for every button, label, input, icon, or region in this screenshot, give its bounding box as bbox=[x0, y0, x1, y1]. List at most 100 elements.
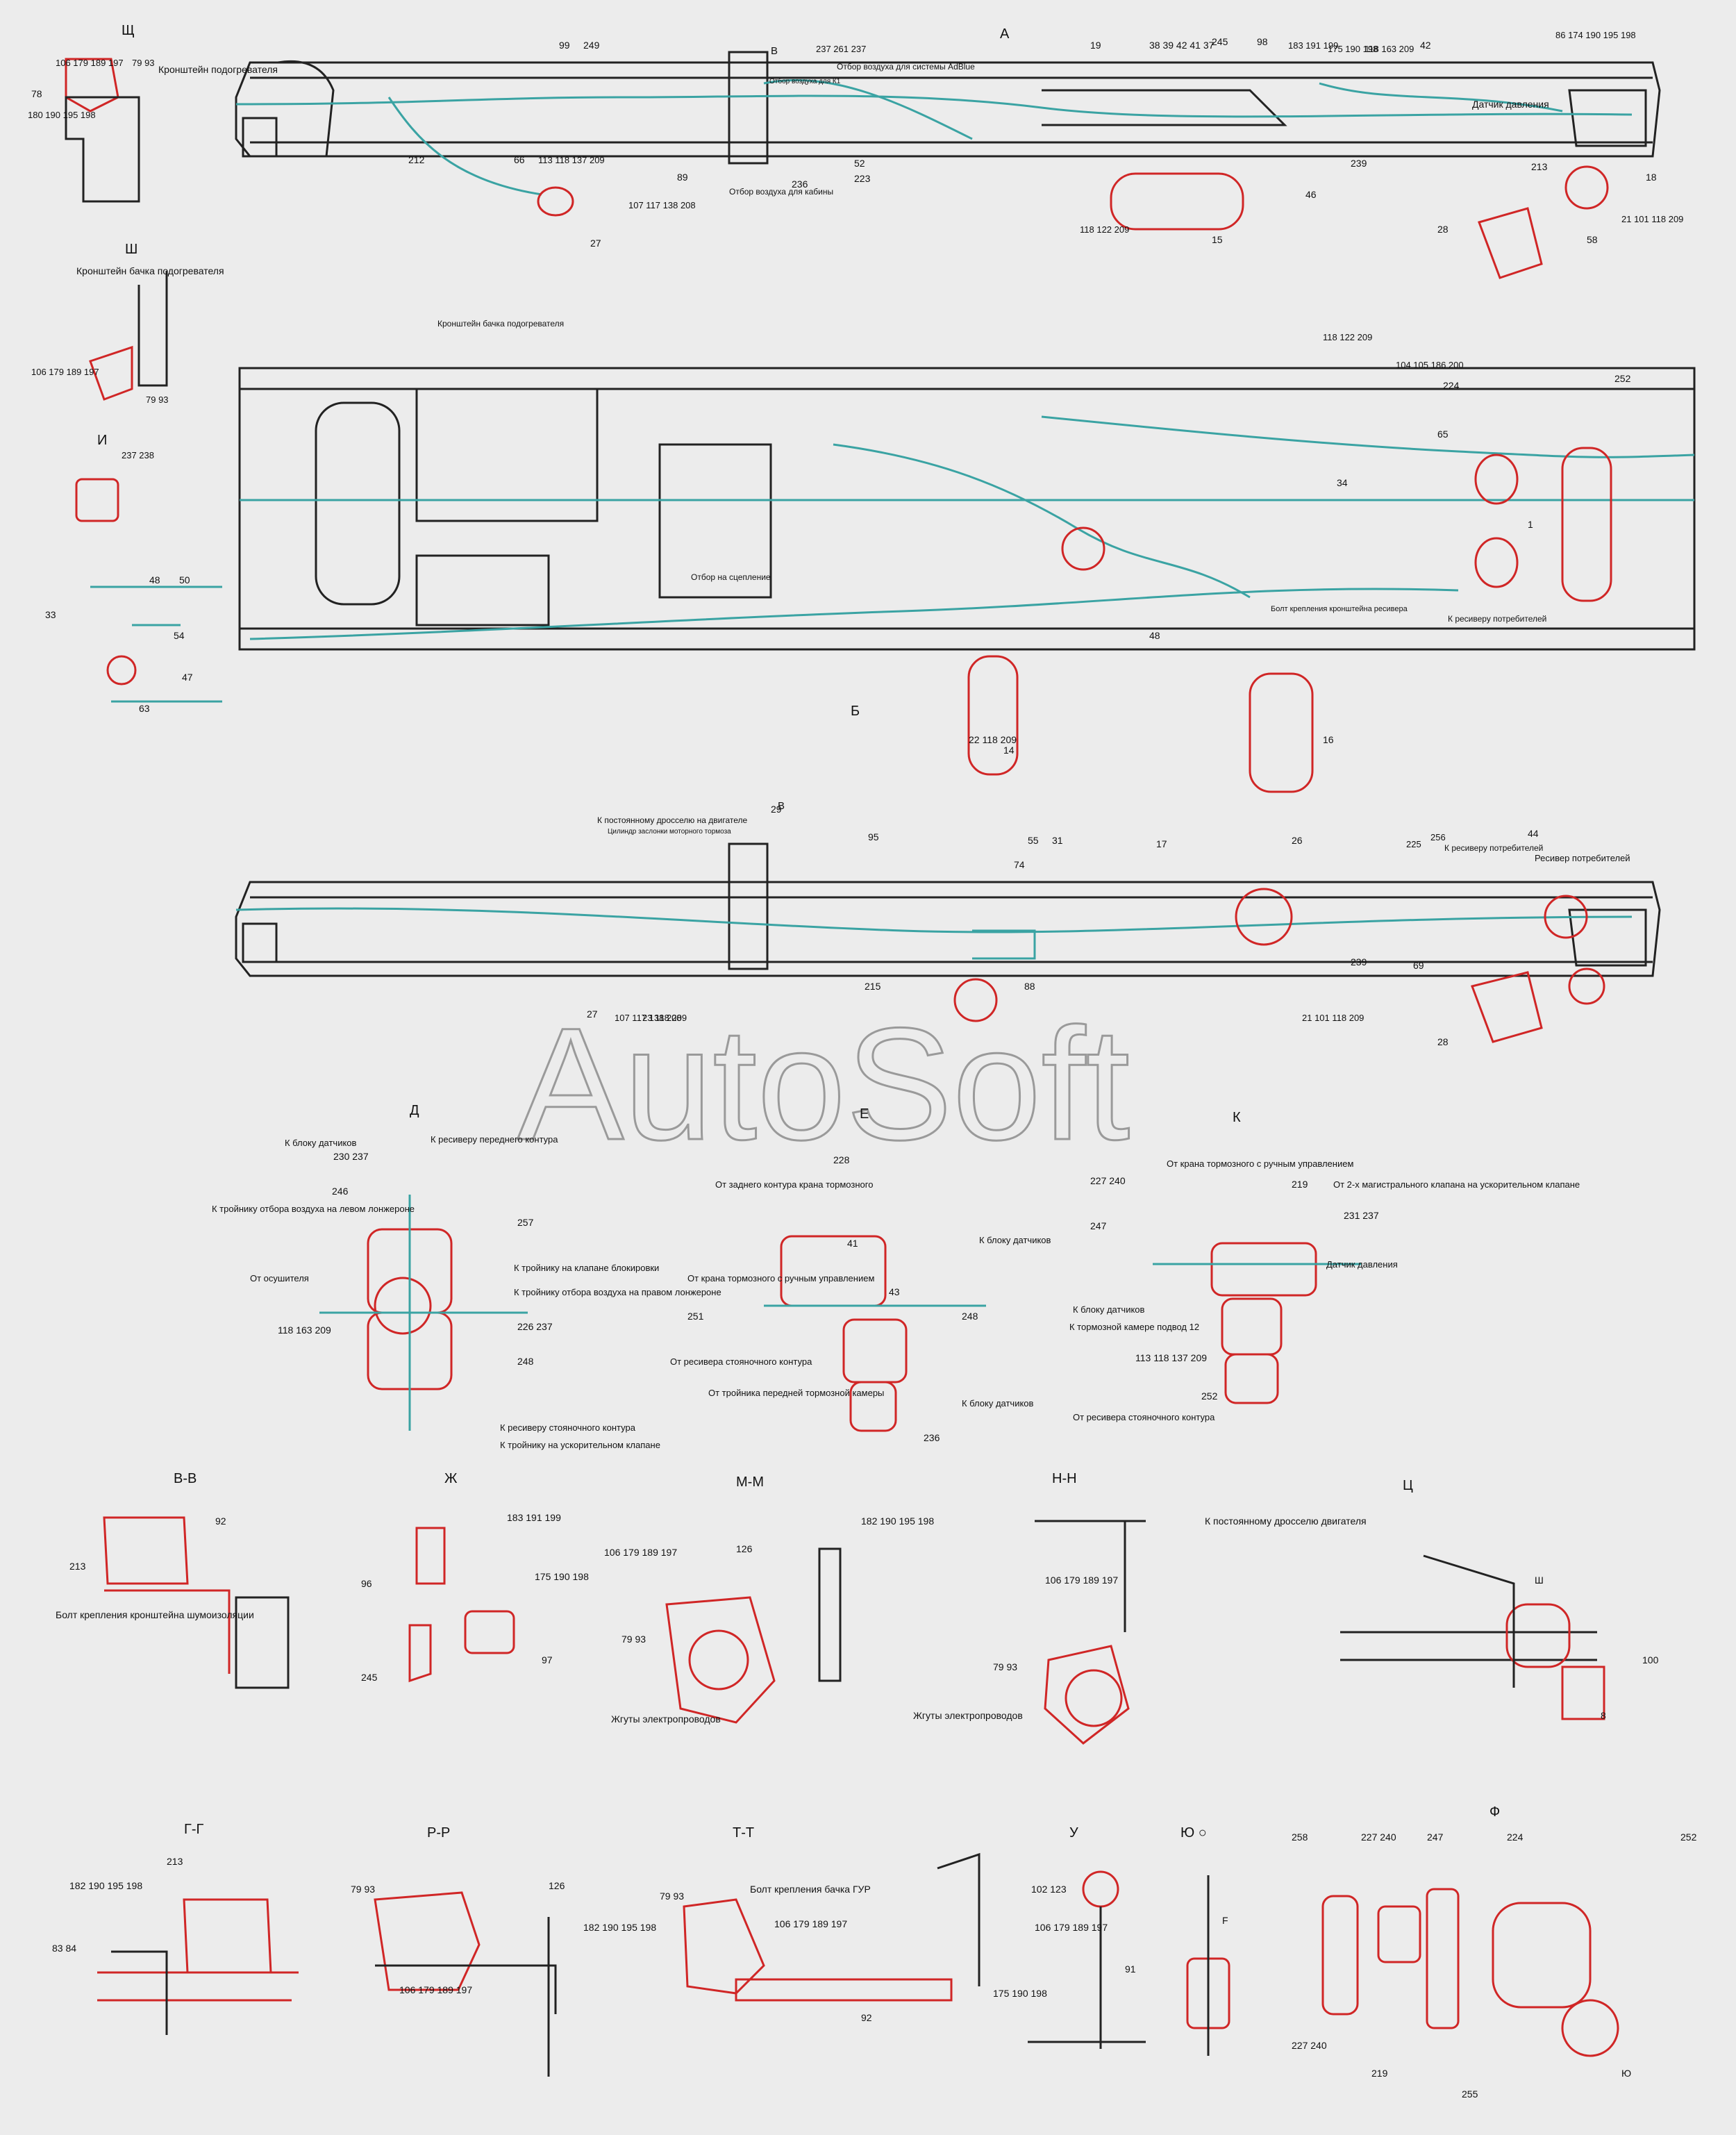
section-f: Ф 258 227 240 247 224 252 227 240 219 25… bbox=[1292, 1804, 1697, 2100]
ts-callout-8: 8 bbox=[1601, 1710, 1606, 1721]
rr-callout-79-93: 79 93 bbox=[351, 1884, 375, 1895]
d-sensor-block-note: К блоку датчиков bbox=[285, 1138, 357, 1148]
f-callout-255: 255 bbox=[1462, 2088, 1478, 2100]
f-callout-258: 258 bbox=[1292, 1831, 1308, 1843]
detail-e-label: Е bbox=[860, 1106, 869, 1122]
air-k1-note: Отбор воздуха для К1 bbox=[769, 77, 841, 85]
callout-34: 34 bbox=[1337, 477, 1348, 488]
callout-66: 66 bbox=[514, 154, 525, 165]
k-brake-chamber-note: К тормозной камере подвод 12 bbox=[1069, 1322, 1199, 1332]
section-r-r: Р-Р 79 93 126 182 190 195 198 106 179 18… bbox=[351, 1825, 656, 2077]
detail-k-label: К bbox=[1233, 1110, 1241, 1125]
e-sensor-block-2-note: К блоку датчиков bbox=[962, 1398, 1034, 1409]
view-a-top-chassis: А В Отбор воздуха для К1 Отбор воздуха д… bbox=[235, 26, 1683, 279]
callout-21-101-bottom: 21 101 118 209 bbox=[1302, 1013, 1364, 1023]
view-b-middle-chassis: Б Кронштейн бачка подогревателя Отбор на… bbox=[238, 319, 1696, 793]
e-callout-41: 41 bbox=[847, 1238, 858, 1249]
view-shch-label: Щ bbox=[122, 23, 135, 38]
callout-16: 16 bbox=[1323, 734, 1334, 745]
callout-249-top: 249 bbox=[583, 40, 600, 51]
callout-236: 236 bbox=[792, 178, 808, 190]
callout-22-118: 22 118 209 bbox=[969, 734, 1017, 745]
callout-78: 78 bbox=[31, 88, 42, 99]
view-a-label: А bbox=[1000, 26, 1010, 42]
k-callout-252: 252 bbox=[1201, 1390, 1218, 1402]
heater-tank-bracket-2-note: Кронштейн бачка подогревателя bbox=[437, 319, 564, 329]
ts-throttle-note: К постоянному дросселю двигателя bbox=[1205, 1515, 1367, 1527]
callout-237-261: 237 261 237 bbox=[816, 44, 866, 54]
section-u: У 102 123 106 179 189 197 91 175 190 198 bbox=[993, 1825, 1146, 2049]
callout-48-left: 48 bbox=[149, 574, 160, 585]
k-two-mains-note: От 2-х магистрального клапана на ускорит… bbox=[1333, 1179, 1580, 1190]
tt-callout-92: 92 bbox=[861, 2012, 872, 2023]
f-callout-227: 227 240 bbox=[1361, 1831, 1396, 1843]
view-sh-label: Ш bbox=[125, 242, 137, 257]
left-details: 33 63 47 48 50 54 bbox=[45, 574, 222, 714]
d-callout-118-163: 118 163 209 bbox=[278, 1324, 331, 1336]
callout-239-bottom: 239 bbox=[1351, 956, 1367, 967]
callout-65: 65 bbox=[1437, 429, 1449, 440]
callout-18: 18 bbox=[1646, 172, 1657, 183]
to-throttle-note: К постоянному дросселю на двигателе bbox=[597, 815, 748, 825]
callout-15: 15 bbox=[1212, 234, 1223, 245]
callout-88: 88 bbox=[1024, 981, 1035, 992]
d-accel-valve-note: К тройнику на ускорительном клапане bbox=[500, 1440, 660, 1450]
callout-99: 99 bbox=[559, 40, 570, 51]
to-consumer-receiver-2-note: К ресиверу потребителей bbox=[1444, 843, 1543, 853]
zh-callout-97: 97 bbox=[542, 1654, 553, 1665]
e-parking-receiver-note: От ресивера стояночного контура bbox=[670, 1356, 812, 1367]
vv-callout-92: 92 bbox=[215, 1515, 226, 1527]
vv-insulation-bolt-note: Болт крепления кронштейна шумоизоляции bbox=[56, 1609, 254, 1620]
section-n-n: Н-Н 106 179 189 197 79 93 Жгуты электроп… bbox=[913, 1471, 1146, 1745]
zh-callout-96: 96 bbox=[361, 1578, 372, 1589]
callout-1: 1 bbox=[1528, 519, 1533, 530]
shutoff-note: Отбор на сцепление bbox=[691, 572, 771, 582]
callout-44: 44 bbox=[1528, 828, 1539, 839]
consumer-receiver-note: Ресивер потребителей bbox=[1535, 853, 1630, 863]
callout-223: 223 bbox=[854, 173, 871, 184]
ts-callout-100: 100 bbox=[1642, 1654, 1659, 1665]
k-callout-113-118: 113 118 137 209 bbox=[1135, 1352, 1207, 1363]
callout-98: 98 bbox=[1257, 36, 1268, 47]
mm-callout-182-190: 182 190 195 198 bbox=[861, 1515, 934, 1527]
mm-callout-126: 126 bbox=[736, 1543, 753, 1554]
heater-tank-bracket-note: Кронштейн бачка подогревателя bbox=[76, 265, 224, 276]
section-m-m: М-М 106 179 189 197 126 182 190 195 198 … bbox=[604, 1474, 934, 1725]
callout-58: 58 bbox=[1587, 234, 1598, 245]
air-adblue-note: Отбор воздуха для системы AdBlue bbox=[837, 62, 975, 72]
nn-callout-79-93: 79 93 bbox=[993, 1661, 1017, 1672]
section-zh: Ж 183 191 199 96 175 190 198 97 245 bbox=[361, 1471, 589, 1683]
d-callout-246: 246 bbox=[332, 1186, 349, 1197]
mm-callout-79-93: 79 93 bbox=[621, 1634, 646, 1645]
callout-42: 42 bbox=[1420, 40, 1431, 51]
view-sh-detail: Ш Кронштейн бачка подогревателя 106 179 … bbox=[31, 242, 224, 405]
callout-118-163: 118 163 209 bbox=[1364, 44, 1414, 54]
callout-89: 89 bbox=[677, 172, 688, 183]
d-lock-valve-note: К тройнику на клапане блокировки bbox=[514, 1263, 659, 1273]
e-hand-brake-note: От крана тормозного с ручным управлением bbox=[687, 1273, 874, 1284]
callout-256: 256 bbox=[1430, 832, 1446, 842]
e-front-chamber-note: От тройника передней тормозной камеры bbox=[708, 1388, 884, 1398]
callout-29: 29 bbox=[771, 804, 782, 815]
section-mm-label: М-М bbox=[736, 1474, 764, 1490]
d-callout-257: 257 bbox=[517, 1217, 534, 1228]
gg-callout-83-84: 83 84 bbox=[52, 1943, 76, 1954]
detail-k: К От крана тормозного с ручным управлени… bbox=[1069, 1110, 1580, 1422]
view-v-bottom-chassis: В К постоянному дросселю на двигателе Ци… bbox=[235, 800, 1661, 1047]
callout-213: 213 bbox=[1531, 161, 1548, 172]
callout-27-bottom: 27 bbox=[587, 1008, 598, 1020]
e-callout-228: 228 bbox=[833, 1154, 850, 1165]
f-callout-240: 227 240 bbox=[1292, 2040, 1327, 2051]
f-callout-219: 219 bbox=[1371, 2068, 1388, 2079]
section-v-v: В-В 92 213 Болт крепления кронштейна шум… bbox=[56, 1471, 290, 1689]
zh-callout-245: 245 bbox=[361, 1672, 378, 1683]
f-callout-yu: Ю bbox=[1621, 2068, 1631, 2079]
callout-106-179-sh: 106 179 189 197 bbox=[31, 367, 99, 377]
callout-107-117-bottom: 107 117 138 208 bbox=[615, 1013, 682, 1023]
d-callout-226-237: 226 237 bbox=[517, 1321, 553, 1332]
view-i-detail: И 237 238 bbox=[75, 433, 154, 522]
detail-d-label: Д bbox=[410, 1103, 419, 1118]
callout-52: 52 bbox=[854, 158, 865, 169]
d-parking-receiver-note: К ресиверу стояночного контура bbox=[500, 1422, 636, 1433]
callout-54-left: 54 bbox=[174, 630, 185, 641]
